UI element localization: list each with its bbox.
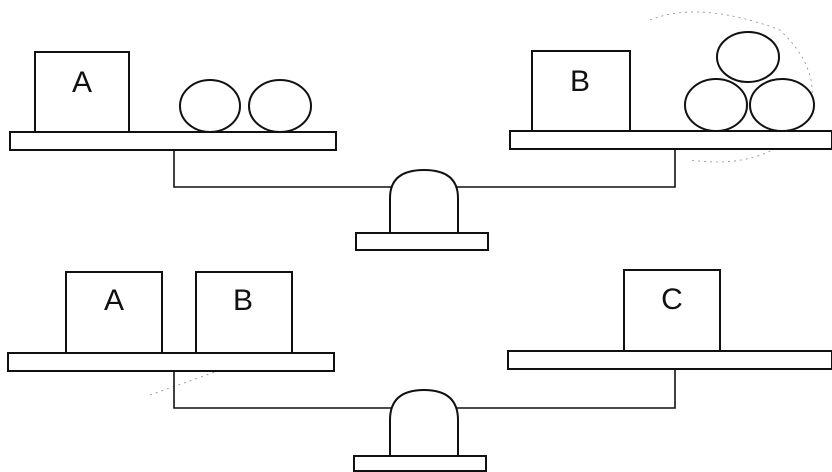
box-a-label: A [72,66,92,99]
scale-bottom-base [354,456,486,471]
box-b-label: B [570,65,590,98]
scale-top-right-items: B [532,32,814,131]
scale-top-left-pan [10,132,336,150]
ball-weight [717,32,779,82]
scale-bottom-left-items: A B [66,272,292,353]
scale-bottom-right-pan [508,351,832,369]
scale-top-right-pan [510,131,832,149]
balance-scale-bottom: A B C [8,270,832,471]
box-c-label: C [661,283,683,316]
ball-weight [750,79,814,131]
scale-top-base [356,233,488,250]
ball-weight [180,80,240,132]
ball-weight [685,79,747,131]
box-a-label: A [104,284,124,317]
box-b-label: B [233,284,253,317]
scale-top-left-items: A [35,52,311,132]
ball-weight [249,80,311,132]
balance-scale-top: A B [10,32,832,250]
scale-bottom-left-pan [8,353,334,371]
scale-bottom-fulcrum [390,390,458,456]
scale-bottom-right-items: C [624,270,720,351]
scale-top-fulcrum [390,170,458,233]
